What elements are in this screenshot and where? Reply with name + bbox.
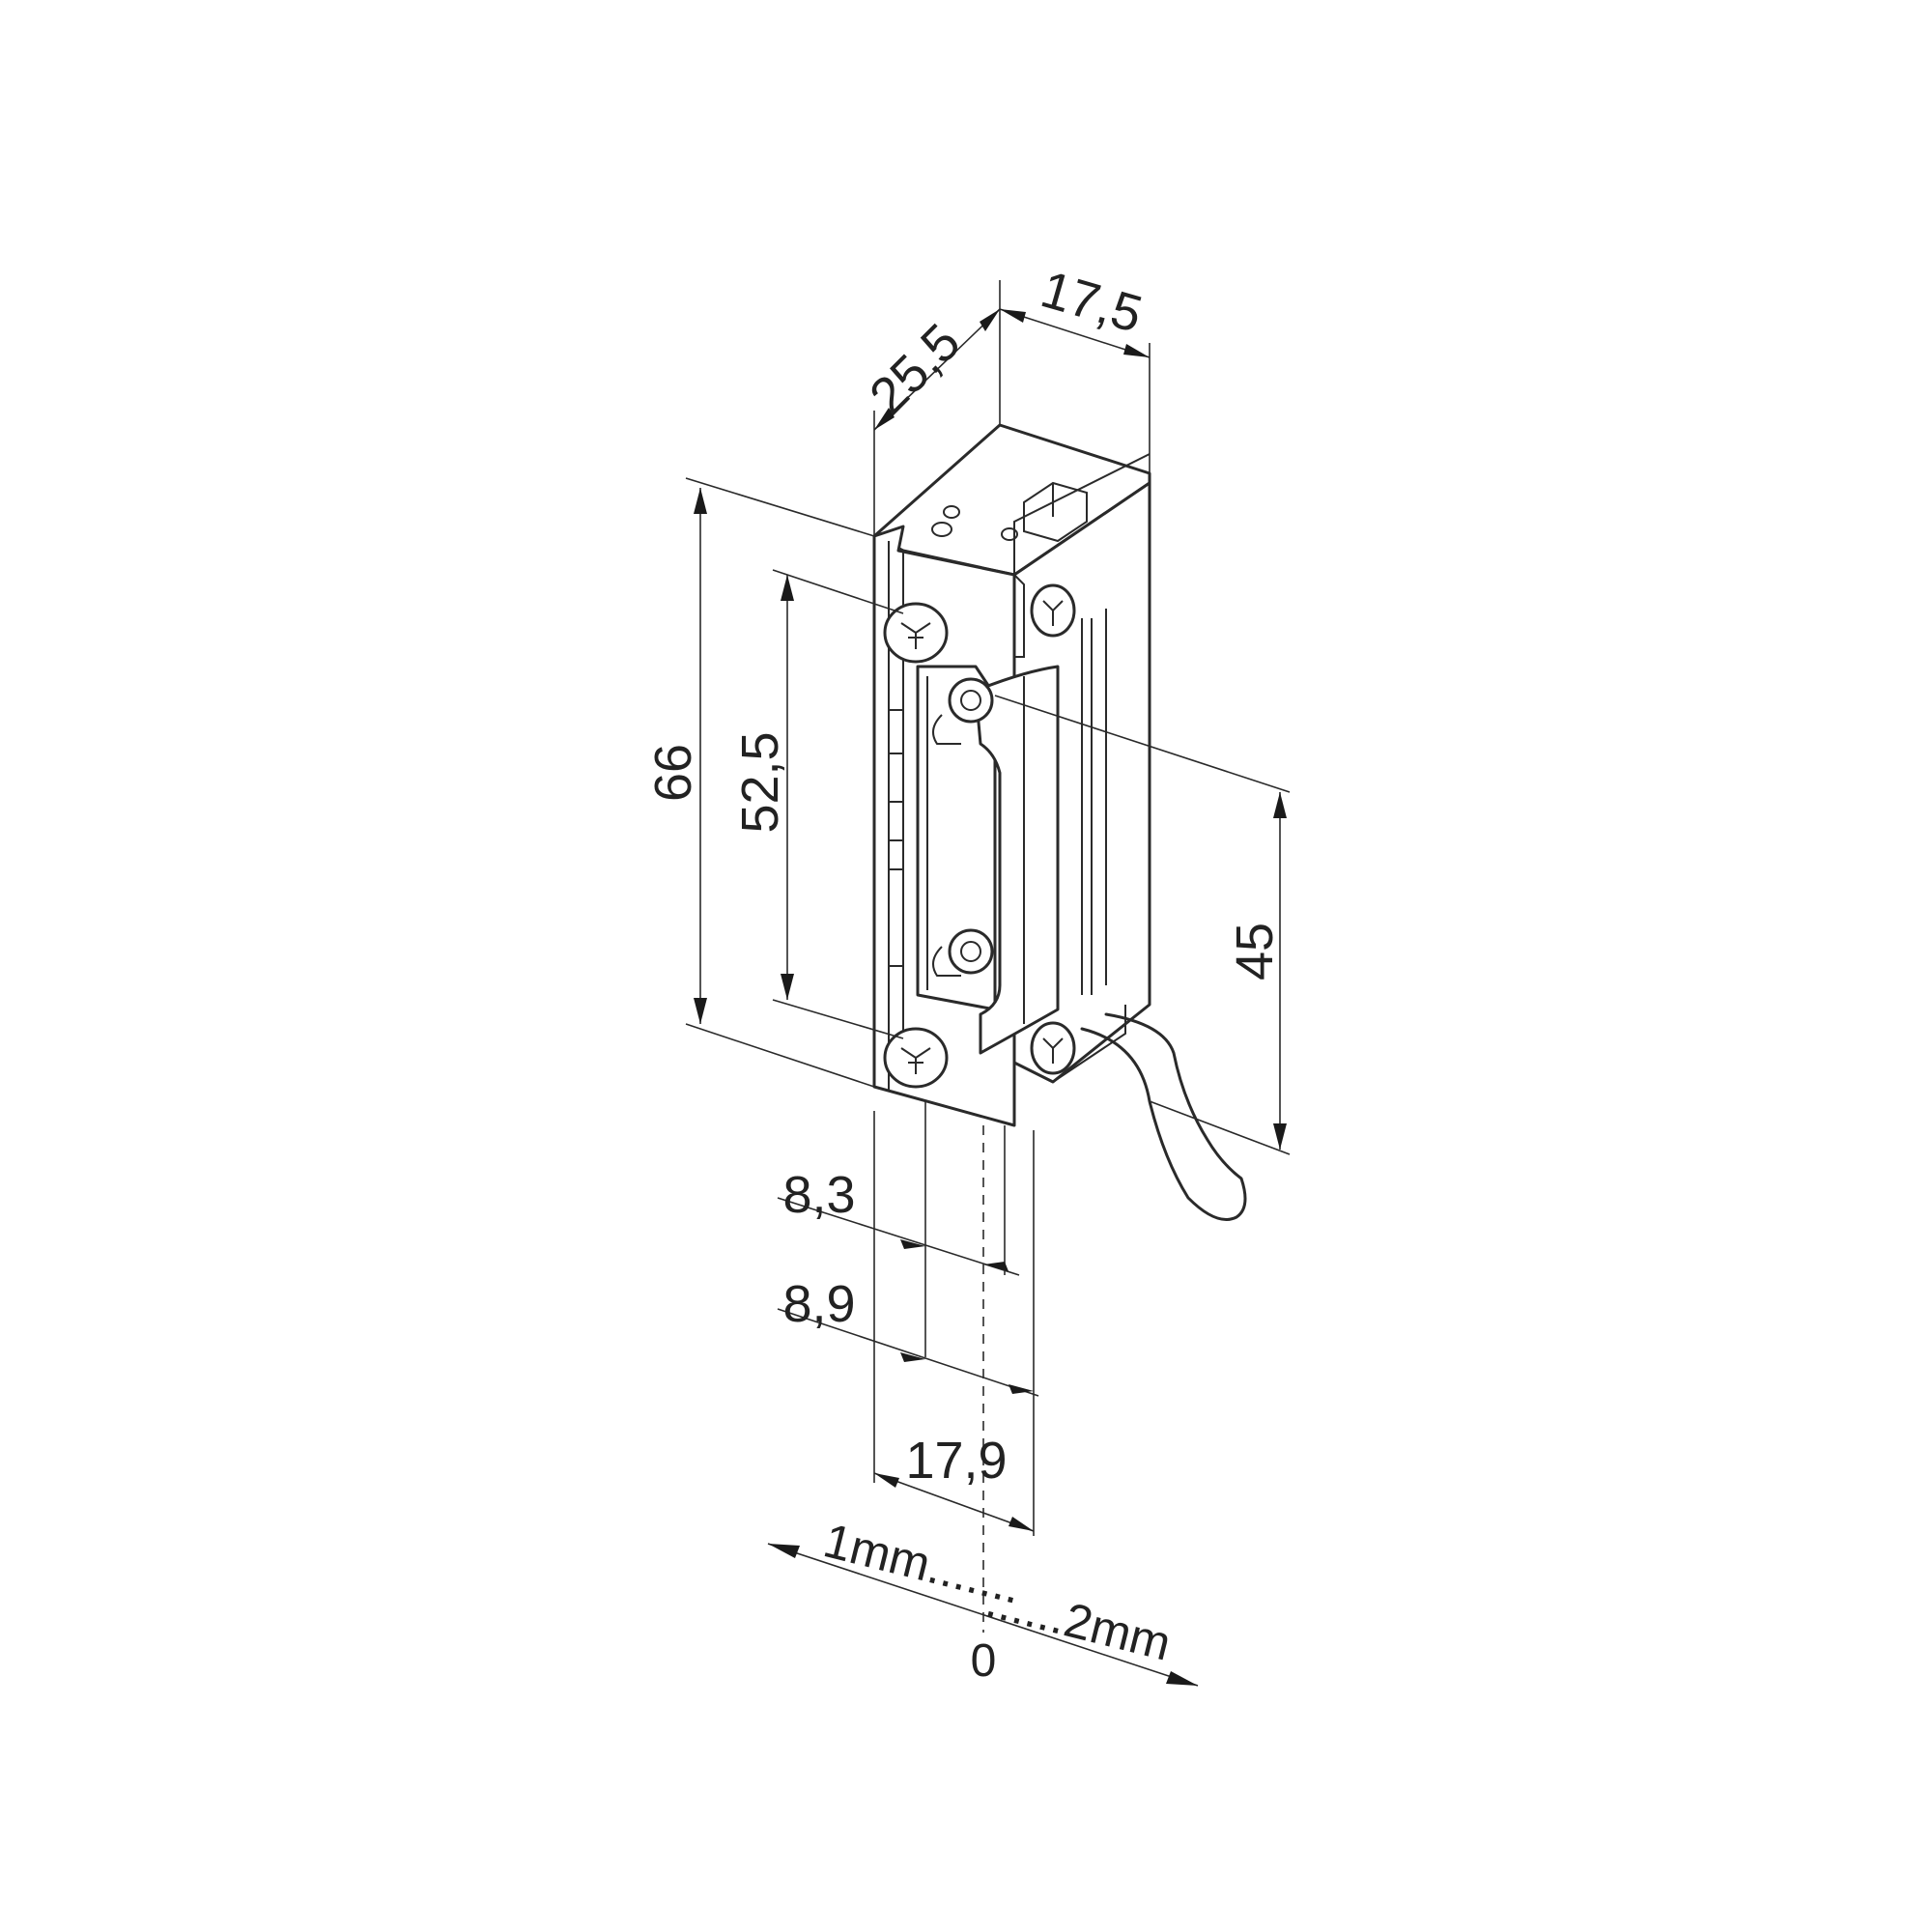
offset-b-dimension bbox=[777, 1308, 1039, 1397]
offset-a-dimension bbox=[777, 1197, 1020, 1276]
lower-roller bbox=[948, 928, 994, 975]
upper-roller bbox=[948, 677, 994, 724]
phillips-screw-icon bbox=[883, 602, 949, 664]
phillips-screw-icon bbox=[883, 1027, 949, 1089]
height-latch-label: 45 bbox=[1226, 923, 1284, 980]
phillips-screw-icon bbox=[1030, 1021, 1076, 1075]
zero-label: 0 bbox=[971, 1635, 997, 1687]
cable bbox=[1080, 1012, 1247, 1221]
height-total-label: 66 bbox=[644, 744, 702, 802]
depth-dimension bbox=[873, 280, 1001, 536]
height-mount-dimension bbox=[772, 569, 904, 1039]
latch-opening bbox=[916, 665, 997, 1011]
adjustment-right-label: ......2mm bbox=[980, 1573, 1176, 1670]
offset-a-label: 8,3 bbox=[782, 1166, 855, 1224]
width-bottom-label: 17,9 bbox=[905, 1432, 1007, 1490]
width-bottom-dimension bbox=[873, 1472, 1035, 1532]
latch-tongue bbox=[974, 665, 1060, 1055]
adjustment-range-dimension bbox=[767, 1543, 1199, 1687]
phillips-screw-icon bbox=[1030, 583, 1076, 638]
height-mount-label: 52,5 bbox=[731, 731, 789, 833]
width-top-label: 17,5 bbox=[1035, 260, 1149, 344]
depth-label: 25,5 bbox=[859, 313, 972, 426]
height-latch-dimension bbox=[994, 695, 1291, 1155]
strike-body bbox=[872, 423, 1247, 1221]
width-top-dimension bbox=[999, 308, 1151, 473]
offset-b-label: 8,9 bbox=[782, 1275, 855, 1333]
height-total-dimension bbox=[685, 477, 875, 1088]
